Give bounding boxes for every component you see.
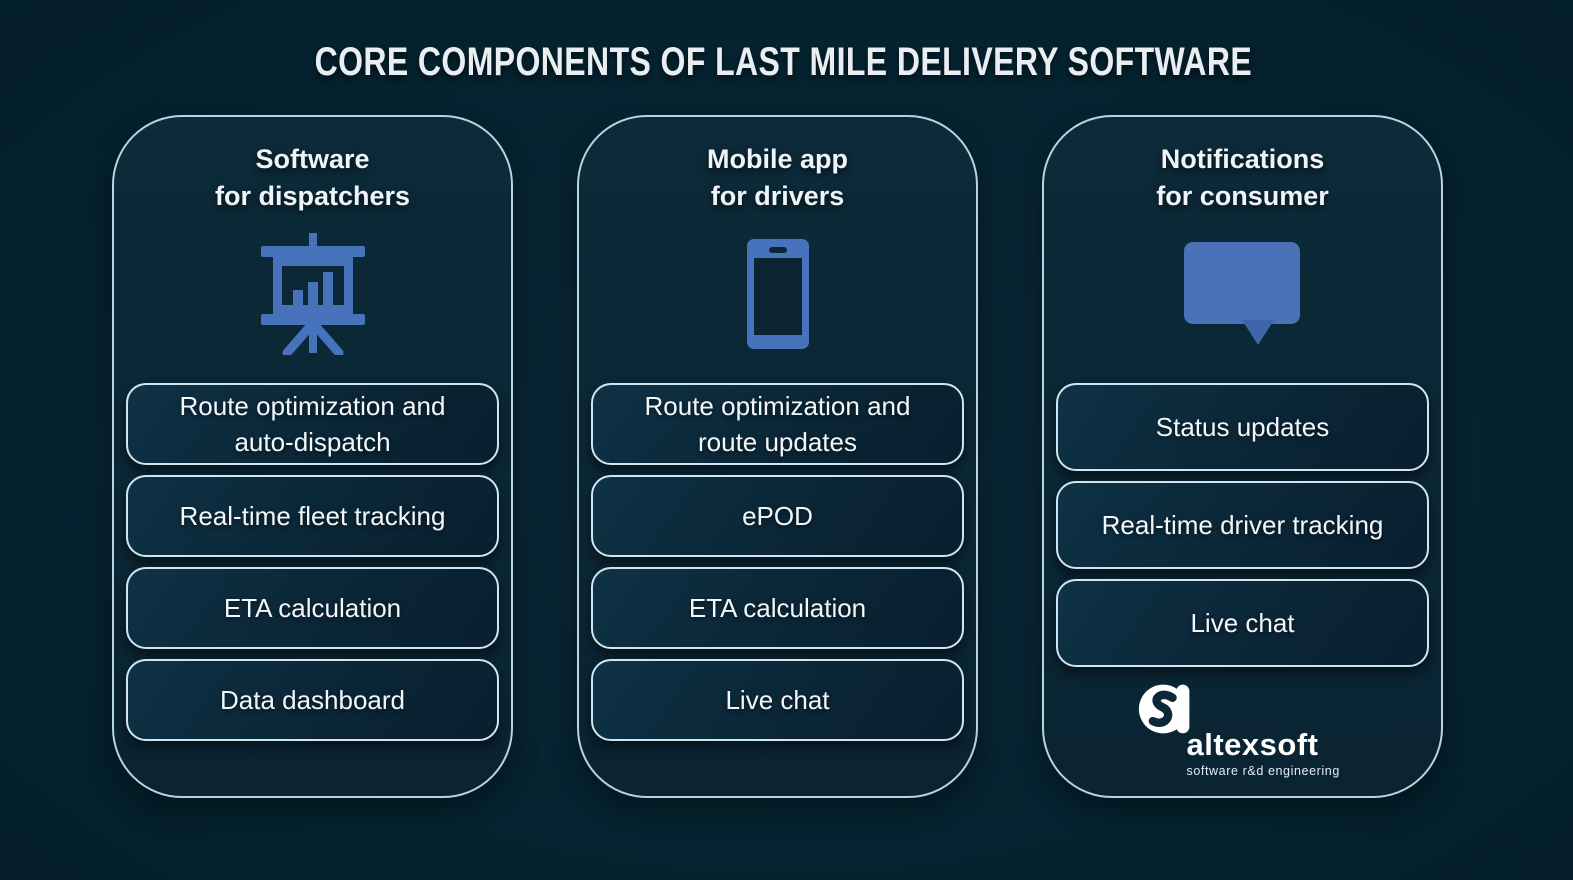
- page-title: CORE COMPONENTS OF LAST MILE DELIVERY SO…: [314, 40, 1253, 84]
- smartphone-icon: [591, 215, 964, 373]
- feature-box-real-time-driver-tracking: Real-time driver tracking: [1056, 481, 1429, 569]
- feature-box-eta-calculation: ETA calculation: [126, 567, 499, 649]
- card-dispatchers-header: Software for dispatchers: [214, 144, 411, 211]
- card-drivers: Mobile app for drivers Route optimizatio…: [577, 115, 978, 798]
- card-consumer-header: Notifications for consumer: [1156, 144, 1329, 211]
- feature-label: Live chat: [1190, 608, 1295, 638]
- feature-box-status-updates: Status updates: [1056, 383, 1429, 471]
- feature-label: Data dashboard: [219, 685, 406, 715]
- altexsoft-tagline: software r&d engineering: [1186, 764, 1340, 778]
- feature-box-route-optimization-auto-dispatch: Route optimization and auto-dispatch: [126, 383, 499, 465]
- feature-label: Route optimization and auto-dispatch: [179, 391, 446, 457]
- card-consumer: Notifications for consumer Status update…: [1042, 115, 1443, 798]
- dispatchers-feature-list: Route optimization and auto-dispatch Rea…: [126, 383, 499, 741]
- feature-label: ETA calculation: [223, 593, 402, 623]
- altexsoft-logo-text: altexsoft software r&d engineering: [1186, 727, 1340, 779]
- presentation-chart-icon: [126, 215, 499, 373]
- feature-box-epod: ePOD: [591, 475, 964, 557]
- feature-box-eta-calculation: ETA calculation: [591, 567, 964, 649]
- feature-box-route-optimization-route-updates: Route optimization and route updates: [591, 383, 964, 465]
- feature-box-live-chat: Live chat: [1056, 579, 1429, 667]
- columns-container: Software for dispatchers Route optimizat…: [112, 115, 1443, 798]
- altexsoft-wordmark: altexsoft: [1186, 727, 1319, 762]
- consumer-feature-list: Status updates Real-time driver tracking…: [1056, 383, 1429, 667]
- feature-label: Status updates: [1155, 412, 1330, 442]
- feature-box-real-time-fleet-tracking: Real-time fleet tracking: [126, 475, 499, 557]
- feature-label: ETA calculation: [688, 593, 867, 623]
- feature-label: Route optimization and route updates: [644, 391, 911, 457]
- speech-bubble-icon: [1056, 215, 1429, 373]
- feature-label: Real-time driver tracking: [1101, 510, 1384, 540]
- card-dispatchers: Software for dispatchers Route optimizat…: [112, 115, 513, 798]
- feature-box-data-dashboard: Data dashboard: [126, 659, 499, 741]
- card-drivers-header: Mobile app for drivers: [707, 144, 848, 211]
- feature-label: ePOD: [742, 501, 813, 531]
- feature-label: Live chat: [725, 685, 830, 715]
- drivers-feature-list: Route optimization and route updates ePO…: [591, 383, 964, 741]
- altexsoft-logo: altexsoft software r&d engineering: [1137, 679, 1349, 795]
- feature-label: Real-time fleet tracking: [179, 501, 446, 531]
- feature-box-live-chat: Live chat: [591, 659, 964, 741]
- altexsoft-logo-icon: [1137, 679, 1195, 739]
